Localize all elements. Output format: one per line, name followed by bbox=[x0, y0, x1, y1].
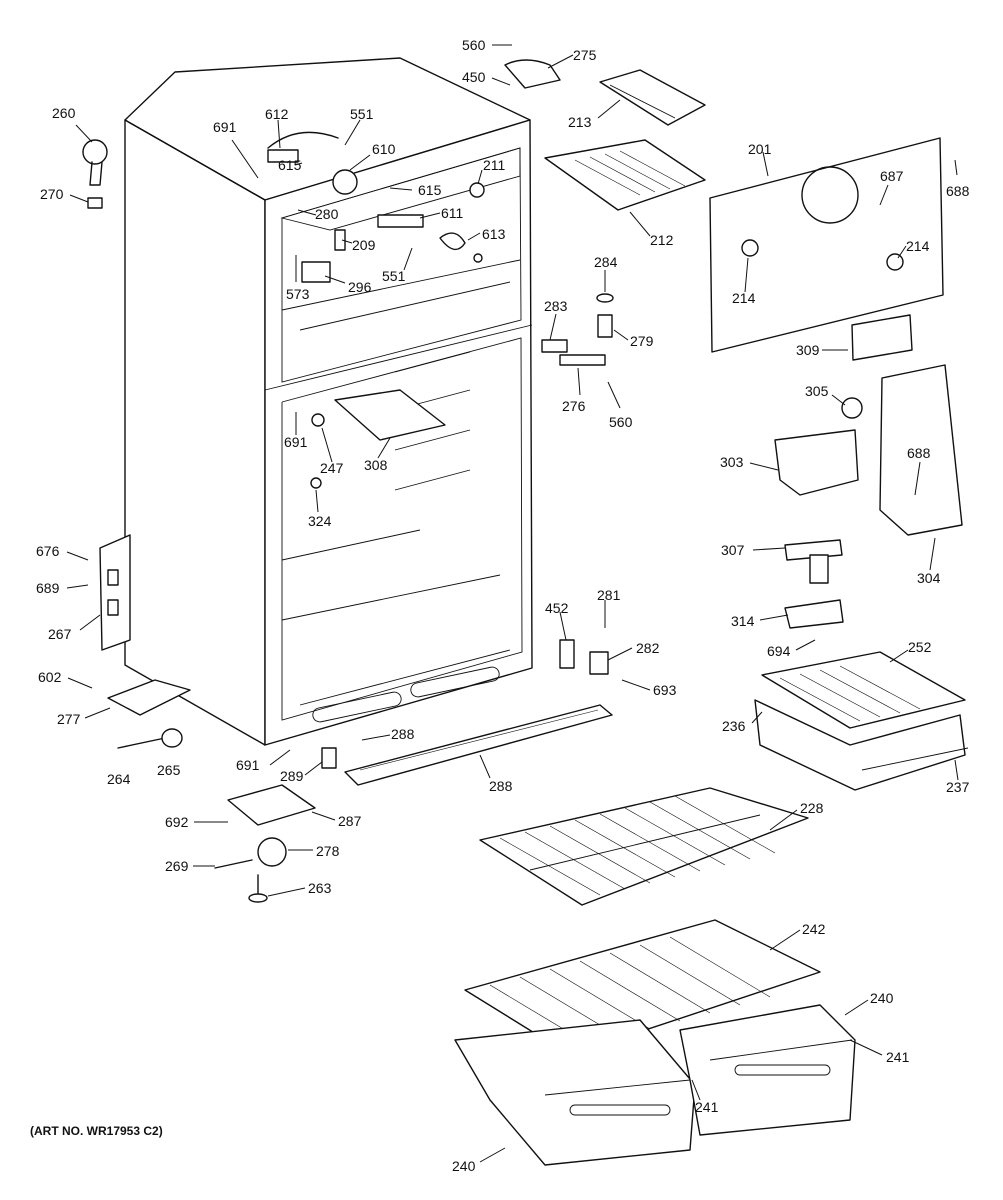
callout: 214 bbox=[906, 238, 930, 254]
callout: 573 bbox=[286, 286, 310, 302]
callout: 252 bbox=[908, 639, 932, 655]
top-left-parts bbox=[82, 131, 485, 283]
callout: 269 bbox=[165, 858, 189, 874]
crisper-drawers bbox=[454, 1004, 856, 1166]
callout: 240 bbox=[452, 1158, 476, 1174]
callout: 691 bbox=[284, 434, 308, 450]
callout: 201 bbox=[748, 141, 772, 157]
callout: 247 bbox=[320, 460, 344, 476]
callout: 211 bbox=[483, 157, 506, 173]
callout: 308 bbox=[364, 457, 388, 473]
callout: 237 bbox=[946, 779, 970, 795]
callout: 691 bbox=[236, 757, 260, 773]
callout: 615 bbox=[278, 157, 302, 173]
callout: 282 bbox=[636, 640, 660, 656]
callout: 692 bbox=[165, 814, 189, 830]
callout: 560 bbox=[609, 414, 633, 430]
callout: 602 bbox=[38, 669, 62, 685]
callout: 281 bbox=[597, 587, 621, 603]
callout: 305 bbox=[805, 383, 829, 399]
middle-parts bbox=[310, 293, 614, 489]
callout: 615 bbox=[418, 182, 442, 198]
callout: 611 bbox=[441, 205, 464, 221]
callout: 304 bbox=[917, 570, 941, 586]
callout: 278 bbox=[316, 843, 340, 859]
art-number-caption: (ART NO. WR17953 C2) bbox=[30, 1124, 163, 1138]
callout: 452 bbox=[545, 600, 569, 616]
wire-shelf bbox=[479, 787, 809, 906]
callout: 236 bbox=[722, 718, 746, 734]
callout: 691 bbox=[213, 119, 237, 135]
callout: 260 bbox=[52, 105, 76, 121]
callout: 267 bbox=[48, 626, 72, 642]
rear-panel bbox=[709, 137, 944, 361]
callout: 265 bbox=[157, 762, 181, 778]
callout: 284 bbox=[594, 254, 618, 270]
callout: 283 bbox=[544, 298, 568, 314]
callout: 242 bbox=[802, 921, 826, 937]
callout: 551 bbox=[350, 106, 374, 122]
callout-labels: 560 275 450 213 260 270 691 612 551 610 … bbox=[36, 37, 970, 1174]
callout: 450 bbox=[462, 69, 486, 85]
callout: 551 bbox=[382, 268, 406, 284]
callout: 324 bbox=[308, 513, 332, 529]
right-parts bbox=[754, 364, 969, 791]
leader-lines bbox=[66, 44, 959, 1163]
callout: 213 bbox=[568, 114, 592, 130]
callout: 280 bbox=[315, 206, 339, 222]
callout: 263 bbox=[308, 880, 332, 896]
callout: 303 bbox=[720, 454, 744, 470]
callout: 307 bbox=[721, 542, 745, 558]
callout: 689 bbox=[36, 580, 60, 596]
callout: 279 bbox=[630, 333, 654, 349]
callout: 288 bbox=[391, 726, 415, 742]
callout: 228 bbox=[800, 800, 824, 816]
callout: 693 bbox=[653, 682, 677, 698]
callout: 613 bbox=[482, 226, 506, 242]
callout: 610 bbox=[372, 141, 396, 157]
callout: 275 bbox=[573, 47, 597, 63]
callout: 309 bbox=[796, 342, 820, 358]
callout: 296 bbox=[348, 279, 372, 295]
callout: 612 bbox=[265, 106, 289, 122]
callout: 289 bbox=[280, 768, 304, 784]
callout: 288 bbox=[489, 778, 513, 794]
callout: 688 bbox=[907, 445, 931, 461]
callout: 214 bbox=[732, 290, 756, 306]
callout: 212 bbox=[650, 232, 674, 248]
left-hinge-parts bbox=[99, 534, 191, 749]
callout: 209 bbox=[352, 237, 376, 253]
callout: 270 bbox=[40, 186, 64, 202]
freezer-shelf-parts bbox=[504, 59, 706, 211]
callout: 264 bbox=[107, 771, 131, 787]
callout: 277 bbox=[57, 711, 81, 727]
callout: 687 bbox=[880, 168, 904, 184]
callout: 560 bbox=[462, 37, 486, 53]
callout: 676 bbox=[36, 543, 60, 559]
callout: 241 bbox=[886, 1049, 910, 1065]
callout: 688 bbox=[946, 183, 970, 199]
callout: 276 bbox=[562, 398, 586, 414]
callout: 694 bbox=[767, 643, 791, 659]
cabinet bbox=[124, 57, 533, 746]
callout: 287 bbox=[338, 813, 362, 829]
callout: 314 bbox=[731, 613, 755, 629]
callout: 240 bbox=[870, 990, 894, 1006]
bottom-parts bbox=[214, 639, 613, 903]
callout: 241 bbox=[695, 1099, 719, 1115]
